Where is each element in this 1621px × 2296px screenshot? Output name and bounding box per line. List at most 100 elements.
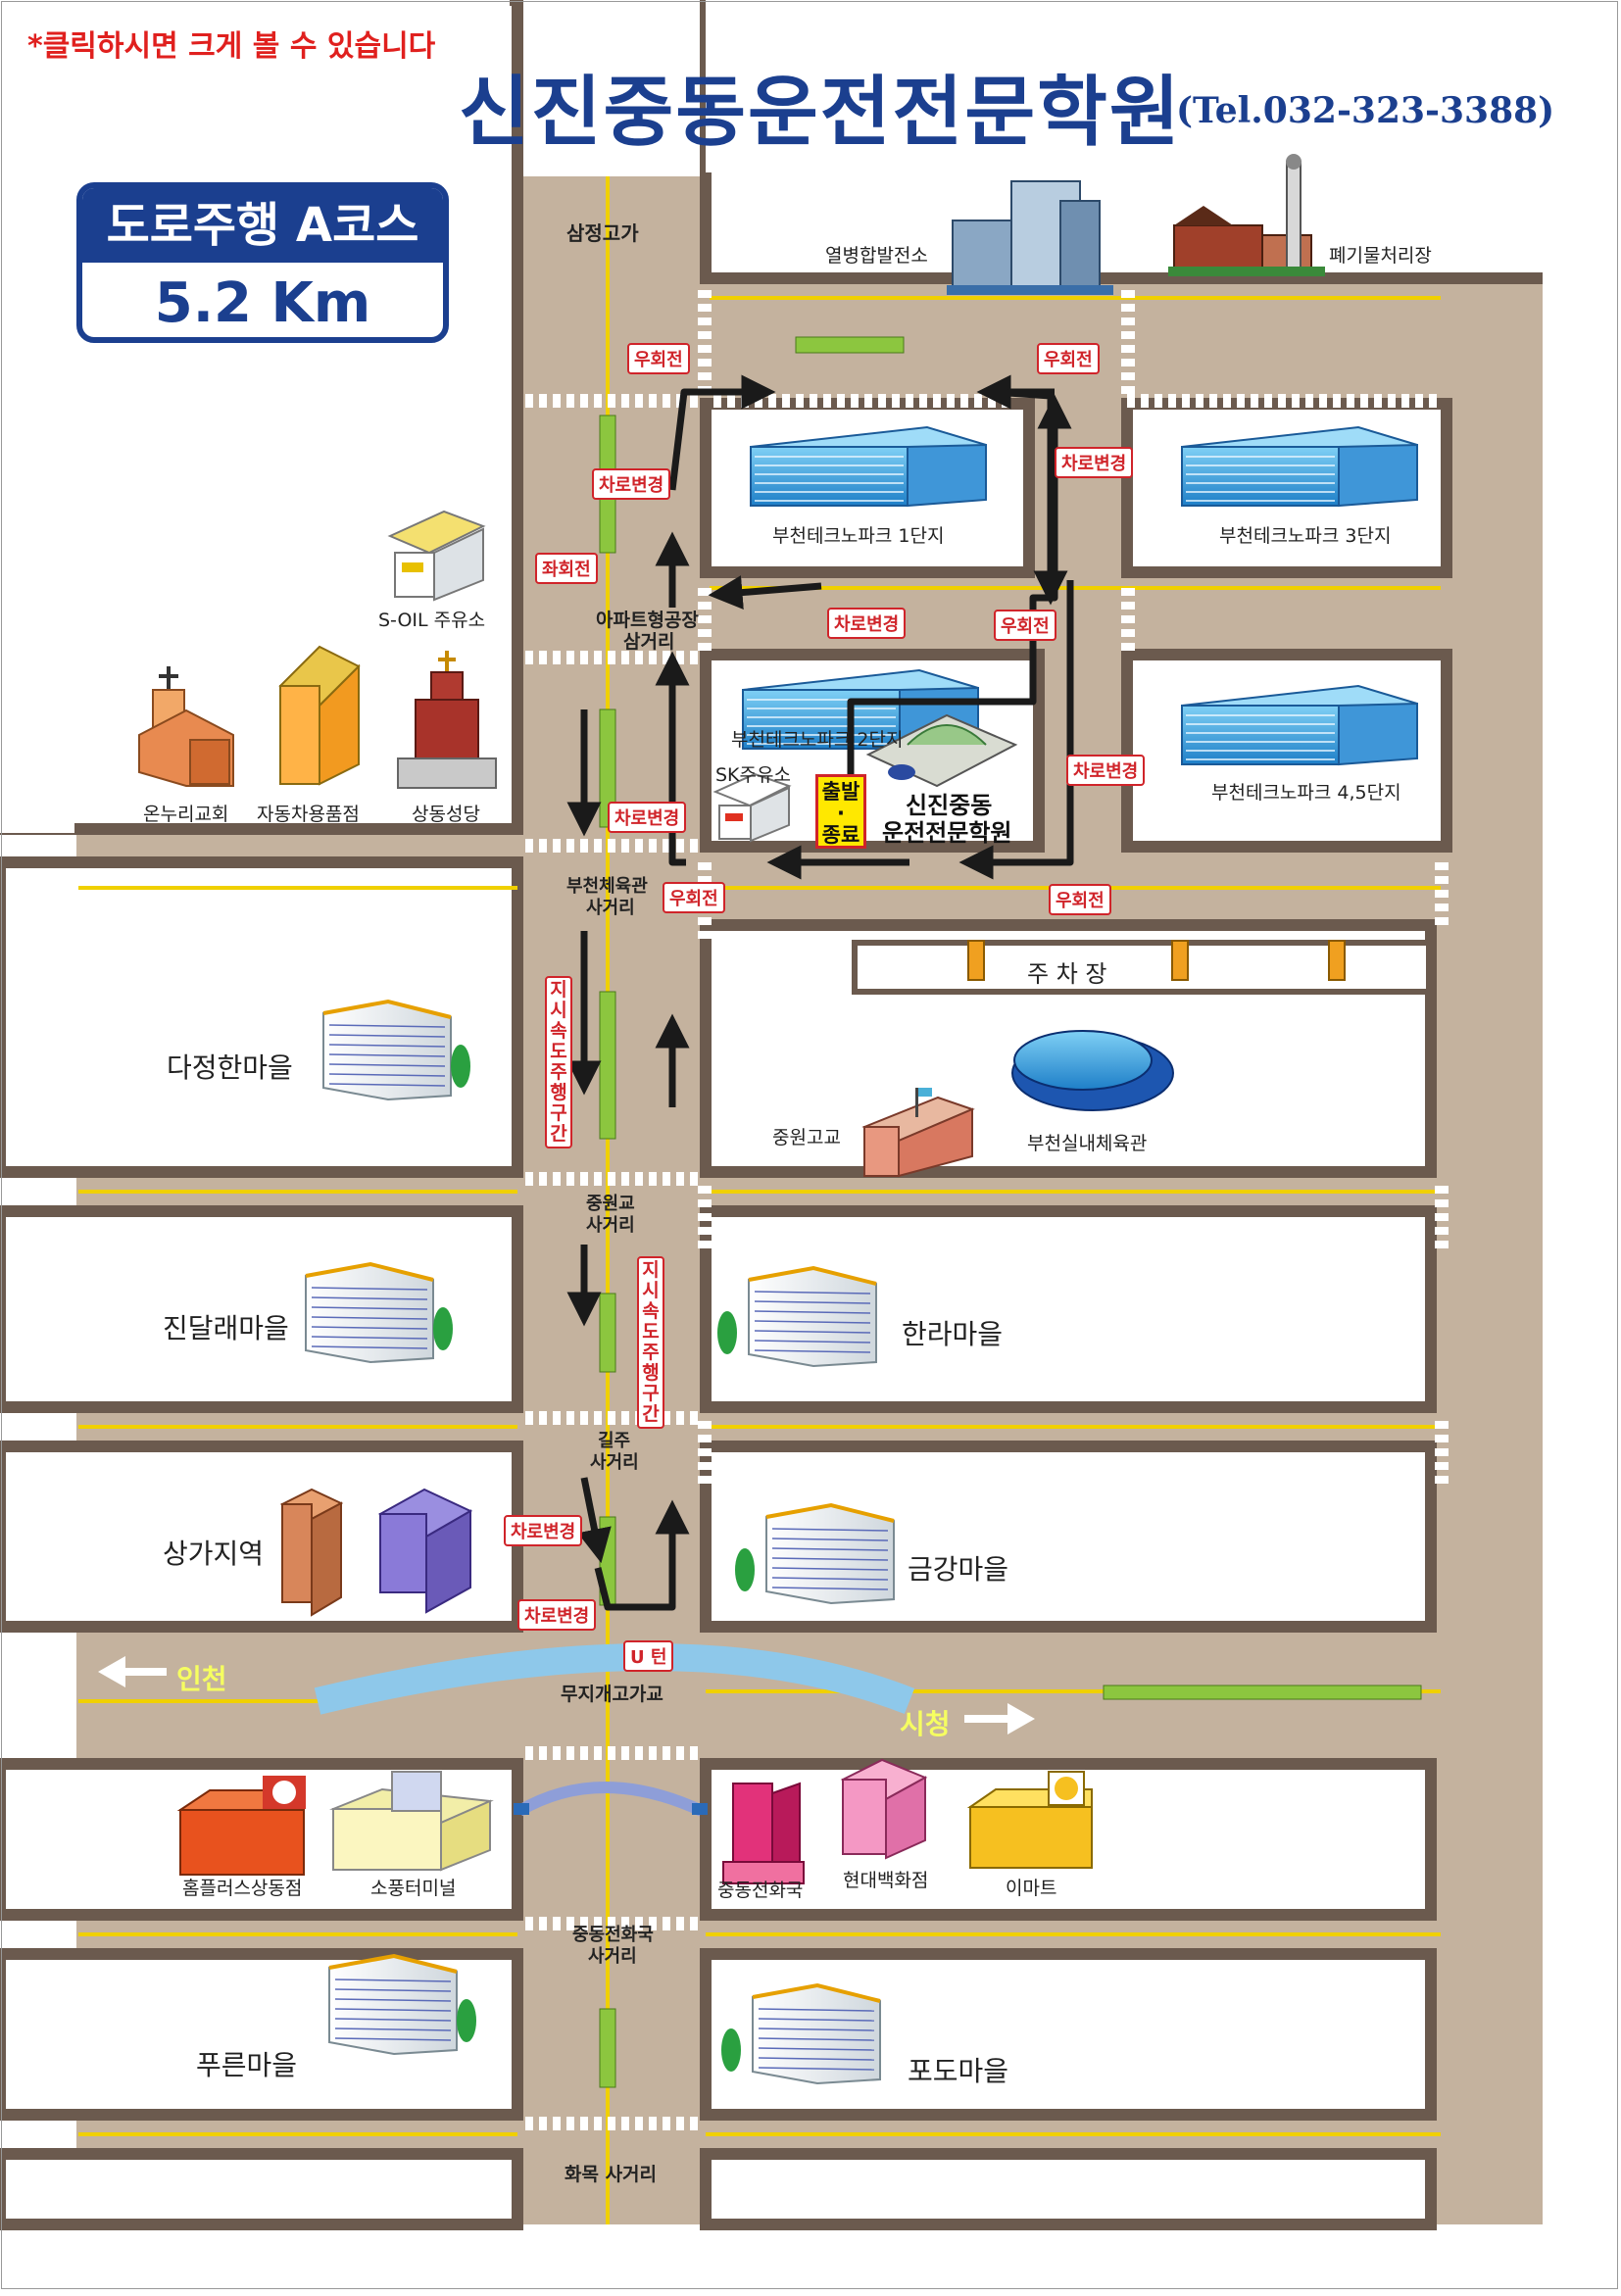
label-jungwon-high: 중원고교 <box>772 1127 841 1148</box>
s-oil-station-icon <box>387 510 486 602</box>
label-sk-station: SK주유소 <box>715 764 791 786</box>
office-building-icon <box>377 1488 473 1614</box>
label-s-oil: S-OIL 주유소 <box>378 610 486 631</box>
apartment-icon <box>305 1261 453 1364</box>
callout-lane-change: 차로변경 <box>608 802 687 833</box>
label-parking: 주 차 장 <box>1027 960 1107 988</box>
label-gym-junction-line1: 부천체육관 <box>566 876 648 897</box>
cathedral-icon <box>397 651 497 789</box>
start-finish-text: 종료 <box>821 823 860 847</box>
page-title: 신진중동운전전문학원 <box>459 68 1182 157</box>
start-finish-text: 출발 <box>821 780 860 804</box>
car-supplies-store-icon <box>278 645 361 786</box>
label-emart: 이마트 <box>1006 1878 1057 1899</box>
label-indoor-gym: 부천실내체육관 <box>1027 1133 1148 1154</box>
label-commercial: 상가지역 <box>163 1538 265 1570</box>
sopung-terminal-icon <box>329 1771 494 1872</box>
tree-icon <box>717 1311 737 1354</box>
tree-icon <box>721 2028 741 2072</box>
label-technopark-45: 부천테크노파크 4,5단지 <box>1211 782 1401 804</box>
waste-plant-icon <box>1168 154 1325 276</box>
label-apt-factory-line2: 삼거리 <box>623 631 675 653</box>
stadium-icon <box>1011 1030 1174 1111</box>
label-apt-factory-line1: 아파트형공장 <box>596 610 699 631</box>
parking-area <box>852 940 1432 995</box>
emart-store-icon <box>966 1771 1093 1869</box>
label-incheon: 인천 <box>176 1663 227 1695</box>
technopark-building-icon <box>1181 425 1418 508</box>
label-gilju-line2: 사거리 <box>590 1452 639 1473</box>
driving-school-icon <box>865 713 1018 788</box>
label-technopark-2: 부천테크노파크 2단지 <box>731 729 904 751</box>
callout-u-turn: U 턴 <box>623 1640 674 1672</box>
label-gym-junction-line2: 사거리 <box>586 898 635 918</box>
label-school-line1: 신진중동 <box>906 792 993 819</box>
apartment-icon <box>328 1953 476 2056</box>
label-sangdong-cathedral: 상동성당 <box>412 804 480 825</box>
label-jindallae: 진달래마을 <box>163 1312 289 1344</box>
apartment-icon <box>322 999 470 1101</box>
apartment-icon <box>735 1502 895 1605</box>
callout-right-turn: 우회전 <box>1049 884 1111 915</box>
callout-right-turn: 우회전 <box>1037 343 1100 374</box>
label-pureun: 푸른마을 <box>196 2049 298 2081</box>
technopark-building-icon <box>1181 684 1418 766</box>
callout-speed-zone: 지시속도주행구간 <box>545 976 572 1148</box>
label-geumgang: 금강마을 <box>908 1553 1009 1586</box>
label-jungwongyo-line2: 사거리 <box>586 1215 635 1236</box>
label-telecom-junction-line2: 사거리 <box>588 1946 637 1967</box>
callout-left-turn: 좌회전 <box>535 553 598 584</box>
label-podo: 포도마을 <box>908 2055 1009 2087</box>
label-gilju-line1: 길주 <box>598 1431 631 1451</box>
parking-icon <box>1171 940 1189 981</box>
course-name: 도로주행 A코스 <box>82 188 443 263</box>
course-distance: 5.2 Km <box>154 271 371 335</box>
callout-speed-zone: 지시속도주행구간 <box>637 1256 664 1429</box>
direction-arrows <box>98 1656 1035 1734</box>
callout-right-turn: 우회전 <box>663 882 725 913</box>
sk-station-icon <box>712 772 792 843</box>
driving-route <box>566 374 1074 1611</box>
label-telecom-junction-line1: 중동전화국 <box>572 1925 654 1945</box>
label-hyundai-dept: 현대백화점 <box>843 1870 929 1891</box>
apartment-icon <box>717 1265 877 1368</box>
callout-lane-change: 차로변경 <box>827 608 907 639</box>
technopark-building-icon <box>750 425 987 508</box>
label-city-hall: 시청 <box>900 1708 951 1740</box>
label-samjeong-overpass: 삼정고가 <box>566 221 639 245</box>
callout-lane-change: 차로변경 <box>517 1599 597 1631</box>
label-waste-plant: 폐기물처리장 <box>1329 245 1432 267</box>
tree-icon <box>433 1307 453 1350</box>
label-hwamok: 화목 사거리 <box>565 2164 658 2185</box>
label-mujigae-overpass: 무지개고가교 <box>561 1684 663 1705</box>
label-sopung-terminal: 소풍터미널 <box>370 1878 457 1899</box>
label-technopark-1: 부천테크노파크 1단지 <box>772 525 945 547</box>
parking-icon <box>1328 940 1346 981</box>
label-school-line2: 운전전문학원 <box>882 819 1012 847</box>
tree-icon <box>735 1548 755 1591</box>
click-to-enlarge-note[interactable]: *클릭하시면 크게 볼 수 있습니다 <box>27 29 436 64</box>
label-jungwongyo-line1: 중원교 <box>586 1194 635 1214</box>
label-halla: 한라마을 <box>902 1318 1004 1350</box>
course-badge: 도로주행 A코스 5.2 Km <box>76 182 449 343</box>
start-finish-text: · <box>837 802 845 825</box>
callout-right-turn: 우회전 <box>994 610 1056 641</box>
label-homeplus: 홈플러스상동점 <box>182 1878 303 1899</box>
church-icon <box>138 666 234 787</box>
label-technopark-3: 부천테크노파크 3단지 <box>1219 525 1392 547</box>
start-finish-sign: 출발·종료 <box>815 774 866 849</box>
commercial-building-icon <box>279 1488 344 1617</box>
tree-icon <box>451 1045 470 1088</box>
callout-lane-change: 차로변경 <box>1055 447 1134 478</box>
telecom-office-icon <box>722 1782 805 1884</box>
telephone-number: (Tel.032-323-3388) <box>1176 90 1555 131</box>
tree-icon <box>457 1999 476 2042</box>
parking-icon <box>967 940 985 981</box>
power-plant-icon <box>947 180 1113 295</box>
callout-lane-change: 차로변경 <box>592 468 671 500</box>
callout-right-turn: 우회전 <box>627 343 690 374</box>
label-jungdong-telecom: 중동전화국 <box>717 1880 804 1901</box>
jungwon-high-school-icon <box>861 1088 975 1178</box>
